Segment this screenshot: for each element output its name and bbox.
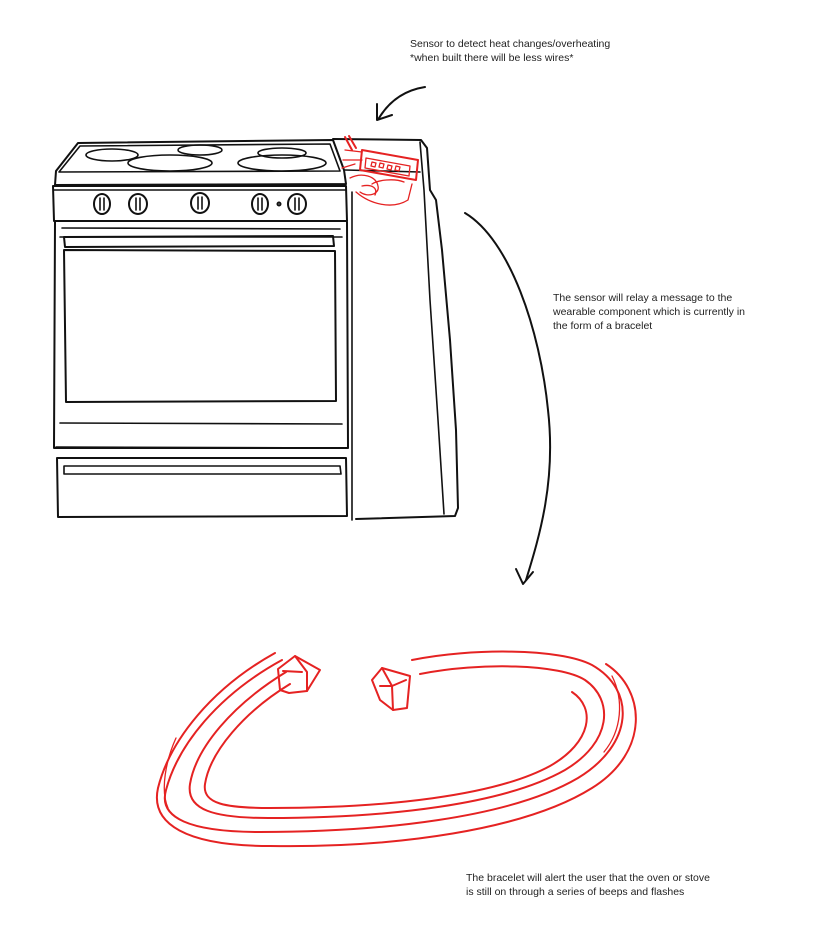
- sensor-annotation-line-1: Sensor to detect heat changes/overheatin…: [410, 38, 611, 50]
- arrow-to-sensor: [378, 86, 426, 119]
- oven-window: [63, 249, 337, 403]
- relay-annotation: The sensor will relay a message to the w…: [553, 291, 745, 333]
- relay-annotation-line-3: the form of a bracelet: [553, 320, 653, 332]
- knob-3: [190, 192, 210, 214]
- sensor-annotation: Sensor to detect heat changes/overheatin…: [410, 37, 610, 65]
- burners: [85, 144, 327, 172]
- oven-door-handle: [63, 235, 335, 248]
- bracelet-annotation: The bracelet will alert the user that th…: [466, 871, 710, 899]
- relay-annotation-line-1: The sensor will relay a message to the: [553, 292, 733, 304]
- arrow-to-bracelet: [464, 212, 552, 581]
- storage-drawer: [56, 457, 348, 518]
- knob-5: [287, 193, 307, 215]
- control-panel: [52, 185, 348, 222]
- relay-annotation-line-2: wearable component which is currently in: [553, 306, 746, 318]
- bracelet-annotation-line-2: is still on through a series of beeps an…: [466, 886, 685, 898]
- sensor-annotation-line-2: *when built there will be less wires*: [410, 52, 574, 64]
- bracelet-annotation-line-1: The bracelet will alert the user that th…: [466, 872, 710, 884]
- knob-4: [251, 193, 269, 215]
- knob-2: [128, 193, 148, 215]
- oven-body: [53, 221, 349, 449]
- side-cabinet: [332, 138, 459, 520]
- knob-1: [93, 193, 111, 215]
- stove-drawing: [52, 138, 459, 521]
- heat-sensor: [341, 135, 419, 206]
- cooktop: [54, 139, 347, 186]
- bracelet: [155, 650, 637, 848]
- control-knobs: [93, 192, 307, 215]
